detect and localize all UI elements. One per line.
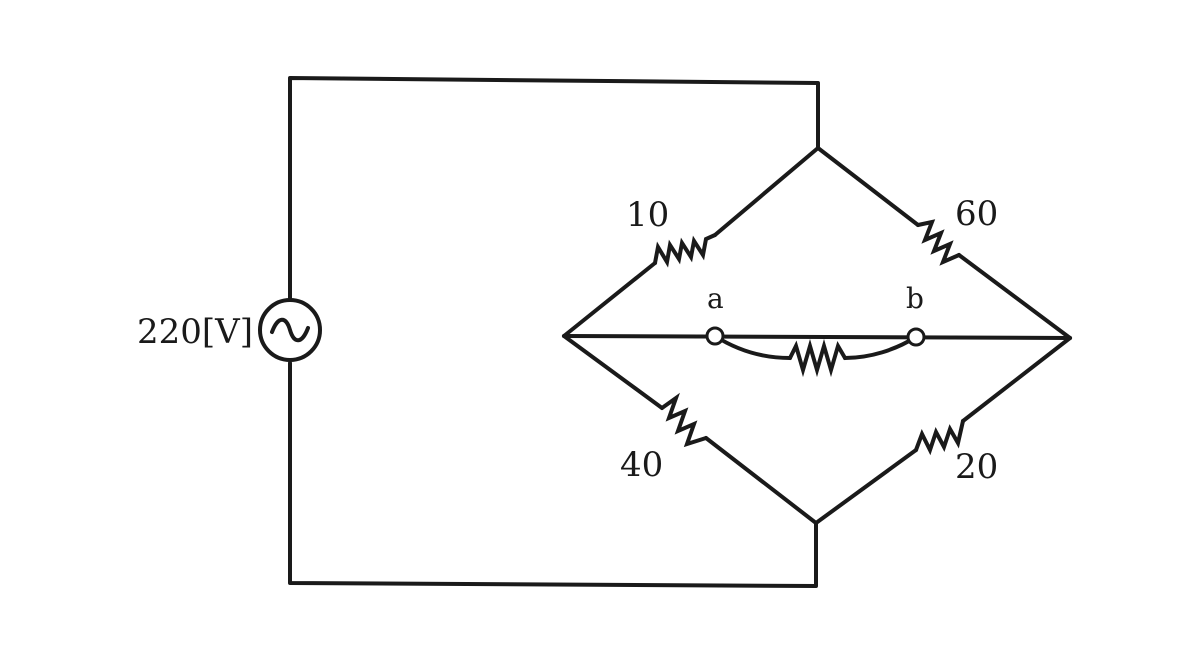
wire-top — [288, 76, 820, 300]
outer-wires — [288, 76, 820, 588]
resistor-20 — [914, 419, 965, 456]
resistor-10 — [653, 233, 717, 268]
resistor-label-40: 40 — [620, 445, 663, 485]
arm-bottom-left — [562, 334, 818, 525]
terminal-label-b: b — [906, 282, 924, 315]
wire-bottom — [288, 361, 818, 588]
arm-top-left — [562, 146, 820, 338]
resistor-ab — [788, 338, 847, 378]
resistor-60 — [916, 219, 961, 266]
resistor-40 — [660, 392, 708, 448]
arm-bottom-right — [814, 336, 1072, 525]
center-wire — [562, 334, 1072, 340]
terminal-label-a: a — [707, 282, 724, 315]
arm-top-right — [816, 146, 1072, 340]
source-voltage-label: 220[V] — [137, 312, 253, 352]
sine-wave-icon — [270, 317, 310, 343]
resistor-label-10: 10 — [626, 195, 669, 235]
ac-source — [258, 298, 322, 362]
resistor-label-20: 20 — [955, 447, 998, 487]
terminal-a — [705, 326, 725, 346]
ab-branch — [713, 334, 918, 378]
resistor-label-60: 60 — [955, 194, 998, 234]
terminal-b — [906, 327, 926, 347]
